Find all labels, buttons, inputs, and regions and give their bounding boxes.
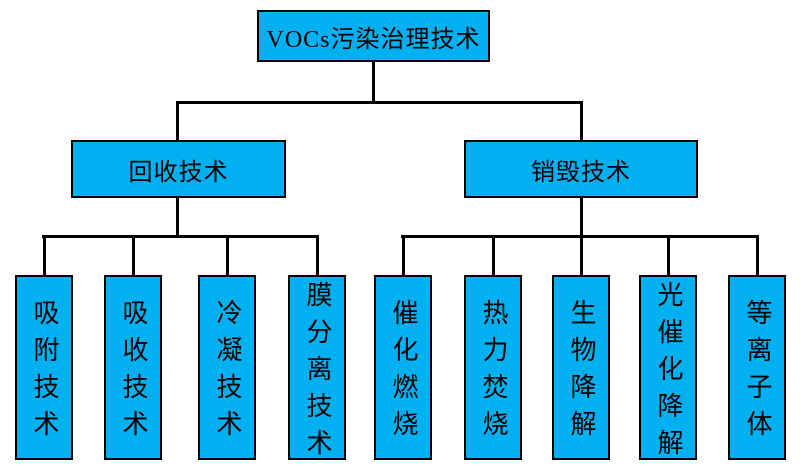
branch-node-destruction-label: 销毁技术 (531, 159, 631, 186)
branch-node-recovery: 回收技术 (71, 140, 286, 198)
connector-recovery-stem (176, 198, 179, 237)
root-node-vocs-treatment: VOCs污染治理技术 (257, 10, 490, 62)
branch-node-destruction: 销毁技术 (464, 140, 698, 198)
leaf-node-adsorption-label: 吸附技术 (30, 299, 59, 447)
leaf-node-thermal-incineration-label: 热力焚烧 (479, 299, 508, 447)
branch-node-recovery-label: 回收技术 (128, 159, 229, 186)
leaf-node-membrane-separation-label: 膜分离技术 (303, 280, 332, 466)
leaf-node-photocatalytic-degradation-label: 光催化降解 (654, 280, 683, 466)
connector-leaf-drop (226, 235, 229, 275)
leaf-node-condensation-label: 冷凝技术 (213, 299, 242, 447)
leaf-node-photocatalytic-degradation: 光催化降解 (639, 275, 697, 466)
connector-branch-left-drop (176, 101, 179, 141)
leaf-node-catalytic-combustion-label: 催化燃烧 (389, 299, 418, 447)
leaf-node-biodegradation-label: 生物降解 (567, 299, 596, 447)
leaf-node-plasma: 等离子体 (728, 275, 786, 460)
leaf-node-absorption-label: 吸收技术 (119, 299, 148, 447)
leaf-node-condensation: 冷凝技术 (198, 275, 256, 460)
connector-level1-bar (176, 101, 583, 104)
leaf-node-catalytic-combustion: 催化燃烧 (374, 275, 432, 460)
connector-leaf-drop (402, 235, 405, 275)
connector-leaf-drop (316, 235, 319, 275)
root-node-label: VOCs污染治理技术 (266, 26, 481, 53)
connector-leaf-drop (43, 235, 46, 275)
leaf-node-membrane-separation: 膜分离技术 (288, 275, 346, 466)
leaf-node-thermal-incineration: 热力焚烧 (464, 275, 522, 460)
connector-leaf-drop (756, 235, 759, 275)
connector-recovery-bar (42, 235, 319, 238)
connector-leaf-drop (580, 235, 583, 275)
leaf-node-biodegradation: 生物降解 (552, 275, 610, 460)
leaf-node-absorption: 吸收技术 (104, 275, 162, 460)
connector-leaf-drop (492, 235, 495, 275)
connector-leaf-drop (132, 235, 135, 275)
connector-branch-right-drop (580, 101, 583, 141)
connector-destruction-stem (580, 198, 583, 237)
leaf-node-plasma-label: 等离子体 (743, 299, 772, 447)
connector-leaf-drop (667, 235, 670, 275)
connector-root-stem (372, 62, 375, 103)
leaf-node-adsorption: 吸附技术 (15, 275, 73, 460)
